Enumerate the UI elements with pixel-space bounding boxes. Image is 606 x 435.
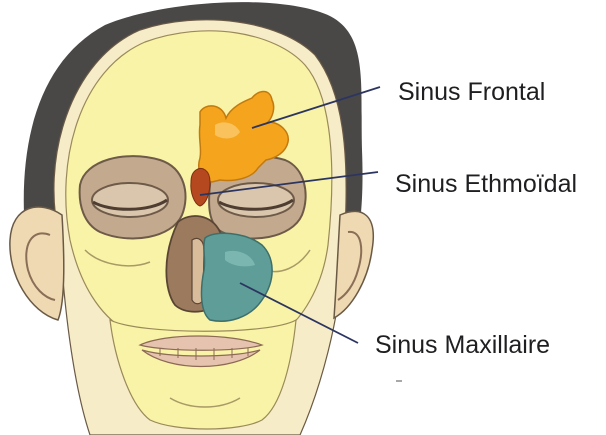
label-sinus-frontal: Sinus Frontal (398, 80, 545, 105)
label-sinus-maxillaire: Sinus Maxillaire (375, 333, 550, 358)
left-eye (92, 183, 168, 217)
left-ear (10, 207, 64, 320)
right-ear (334, 211, 373, 318)
label-sinus-ethmoidal: Sinus Ethmoïdal (395, 172, 577, 197)
